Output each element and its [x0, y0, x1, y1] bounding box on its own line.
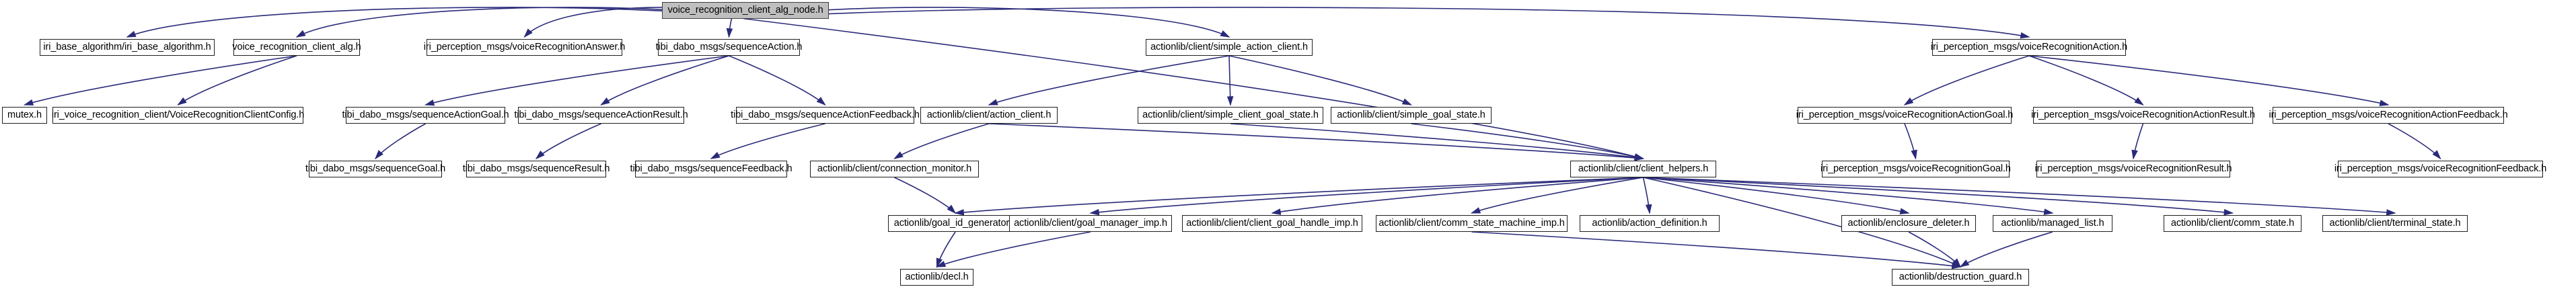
graph-edge: [1959, 231, 2053, 268]
graph-node[interactable]: voice_recognition_client_alg.h: [232, 39, 361, 56]
graph-edge: [1642, 177, 1652, 214]
graph-edge: [1903, 55, 2030, 106]
graph-edge: [1226, 55, 1234, 106]
graph-edge: [1089, 177, 1644, 216]
graph-node[interactable]: actionlib/enclosure_deleter.h: [1841, 215, 1976, 232]
graph-node[interactable]: actionlib/client/connection_monitor.h: [810, 161, 979, 177]
graph-edge: [710, 123, 825, 159]
graph-edge: [1643, 177, 2396, 216]
graph-node[interactable]: iri_perception_msgs/voiceRecognitionResu…: [2035, 161, 2232, 177]
graph-node[interactable]: tibi_dabo_msgs/sequenceGoal.h: [305, 161, 445, 177]
graph-edge: [745, 18, 1645, 160]
graph-edge: [1470, 177, 1644, 214]
graph-edge: [745, 7, 2030, 39]
graph-node[interactable]: tibi_dabo_msgs/sequenceActionGoal.h: [342, 107, 509, 124]
graph-node[interactable]: actionlib/decl.h: [900, 269, 973, 286]
graph-node[interactable]: actionlib/client/simple_action_client.h: [1146, 39, 1313, 56]
graph-edge: [1471, 231, 1962, 270]
graph-edge: [1643, 177, 1910, 214]
graph-edge: [893, 123, 990, 159]
graph-node[interactable]: actionlib/managed_list.h: [1993, 215, 2112, 232]
graph-node[interactable]: tibi_dabo_msgs/sequenceAction.h: [656, 39, 802, 56]
graph-edge: [424, 55, 729, 106]
graph-edge: [600, 55, 729, 106]
graph-edge: [1230, 123, 1645, 161]
graph-edge: [1643, 177, 1962, 268]
graph-node[interactable]: actionlib/client/goal_manager_imp.h: [1009, 215, 1172, 232]
graph-node[interactable]: actionlib/client/client_goal_handle_imp.…: [1182, 215, 1362, 232]
graph-node[interactable]: tibi_dabo_msgs/sequenceResult.h: [463, 161, 610, 177]
graph-edge: [988, 55, 1230, 106]
graph-edge: [1228, 55, 1412, 106]
graph-node[interactable]: actionlib/action_definition.h: [1580, 215, 1720, 232]
graph-edge: [894, 177, 957, 214]
graph-node[interactable]: tibi_dabo_msgs/sequenceActionFeedback.h: [731, 107, 920, 124]
graph-node[interactable]: actionlib/destruction_guard.h: [1892, 269, 2029, 286]
graph-node-root[interactable]: voice_recognition_client_alg_node.h: [662, 2, 829, 19]
graph-node[interactable]: iri_perception_msgs/voiceRecognitionActi…: [2269, 107, 2508, 124]
graph-node[interactable]: iri_perception_msgs/voiceRecognitionActi…: [1931, 39, 2127, 56]
graph-node[interactable]: tibi_dabo_msgs/sequenceActionResult.h: [514, 107, 688, 124]
graph-node[interactable]: actionlib/client/simple_goal_state.h: [1331, 107, 1492, 124]
graph-edge: [2131, 123, 2144, 160]
graph-node[interactable]: iri_perception_msgs/voiceRecognitionAnsw…: [424, 39, 625, 56]
graph-edge: [177, 55, 297, 106]
graph-node[interactable]: iri_perception_msgs/voiceRecognitionFeed…: [2334, 161, 2546, 177]
graph-edge: [729, 55, 826, 106]
graph-node[interactable]: iri_perception_msgs/voiceRecognitionActi…: [2031, 107, 2255, 124]
graph-node[interactable]: iri_perception_msgs/voiceRecognitionGoal…: [1820, 161, 2011, 177]
graph-node[interactable]: actionlib/client/action_client.h: [920, 107, 1058, 124]
graph-edge: [2388, 123, 2441, 160]
graph-edge: [1643, 177, 2054, 215]
graph-edge: [1271, 177, 1644, 215]
graph-edge: [1643, 177, 2234, 216]
graph-edge: [374, 123, 426, 160]
graph-node[interactable]: mutex.h: [2, 107, 47, 124]
graph-edge: [936, 231, 1091, 268]
graph-edge: [2028, 55, 2390, 106]
graph-node[interactable]: actionlib/goal_id_generator.h: [888, 215, 1023, 232]
graph-edge: [1904, 123, 1917, 160]
graph-node[interactable]: actionlib/client/comm_state.h: [2164, 215, 2302, 232]
graph-edge: [2028, 55, 2144, 106]
graph-node[interactable]: iri_perception_msgs/voiceRecognitionActi…: [1796, 107, 2013, 124]
graph-node[interactable]: actionlib/client/terminal_state.h: [2322, 215, 2468, 232]
graph-node[interactable]: iri_base_algorithm/iri_base_algorithm.h: [40, 39, 215, 56]
graph-node[interactable]: iri_voice_recognition_client/VoiceRecogn…: [52, 107, 304, 124]
graph-node[interactable]: tibi_dabo_msgs/sequenceFeedback.h: [630, 161, 793, 177]
graph-node[interactable]: actionlib/client/comm_state_machine_imp.…: [1376, 215, 1568, 232]
graph-node[interactable]: actionlib/client/client_helpers.h: [1570, 161, 1716, 177]
graph-edge: [23, 55, 297, 106]
graph-node[interactable]: actionlib/client/simple_client_goal_stat…: [1138, 107, 1323, 124]
graph-edge: [988, 123, 1645, 161]
graph-edge: [535, 123, 601, 160]
graph-edge: [954, 177, 1644, 216]
graph-edge: [1411, 123, 1645, 160]
